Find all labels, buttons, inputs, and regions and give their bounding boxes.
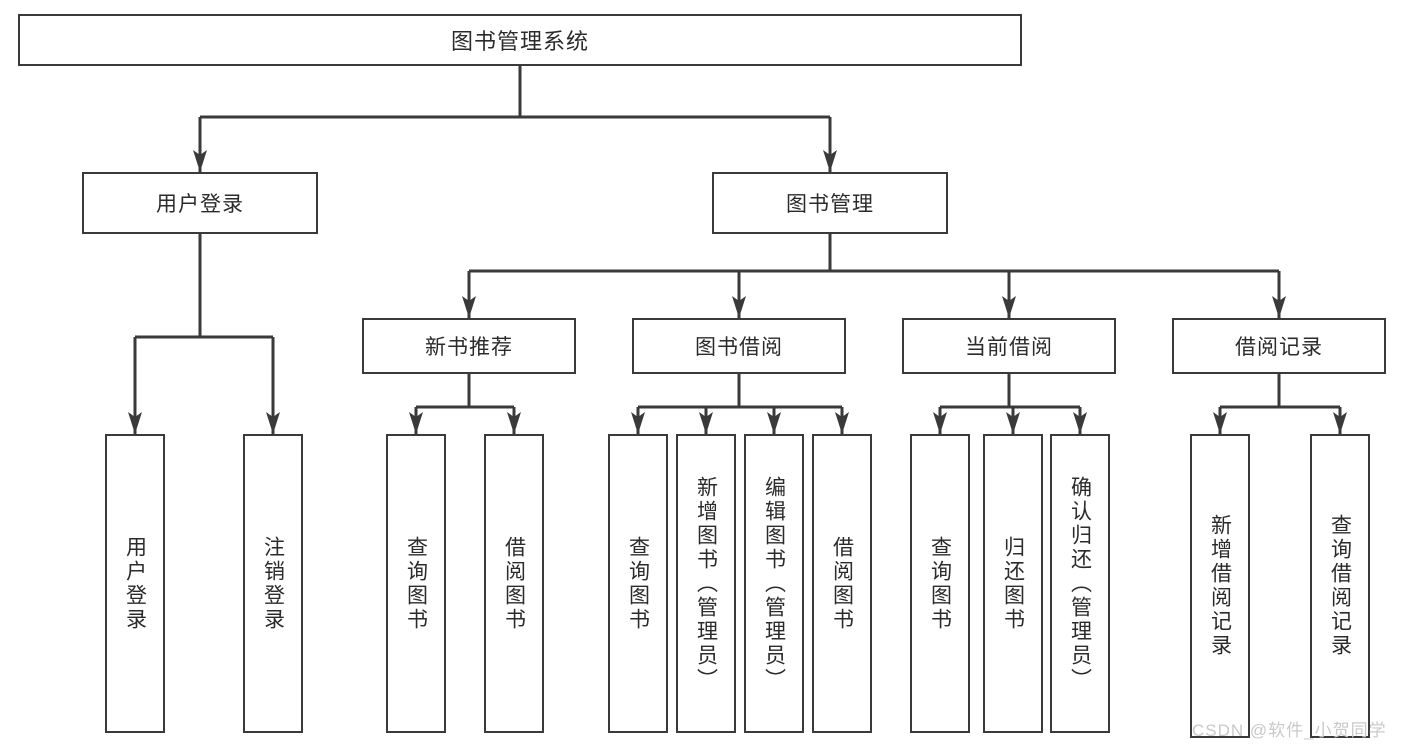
node-leaf-query-record-label: 查询借阅记录: [1328, 514, 1352, 658]
node-leaf-user-login-label: 用户登录: [123, 535, 147, 632]
node-leaf-query-book-1-label: 查询图书: [404, 535, 428, 632]
node-leaf-user-login[interactable]: 用户登录: [105, 434, 165, 733]
node-user-login[interactable]: 用户登录: [82, 172, 318, 234]
node-leaf-query-book-2[interactable]: 查询图书: [608, 434, 668, 733]
node-root[interactable]: 图书管理系统: [18, 14, 1022, 66]
node-leaf-confirm-return-label: 确认归还（管理员）: [1068, 475, 1092, 692]
node-root-label: 图书管理系统: [450, 29, 589, 54]
node-leaf-logout[interactable]: 注销登录: [243, 434, 303, 733]
node-leaf-add-record[interactable]: 新增借阅记录: [1190, 434, 1250, 738]
watermark: CSDN @软件_小贺同学: [1192, 721, 1387, 740]
node-book-manage[interactable]: 图书管理: [712, 172, 948, 234]
node-leaf-query-book-3[interactable]: 查询图书: [910, 434, 970, 733]
node-leaf-query-record[interactable]: 查询借阅记录: [1310, 434, 1370, 738]
node-leaf-add-record-label: 新增借阅记录: [1208, 514, 1232, 658]
node-leaf-return-book[interactable]: 归还图书: [983, 434, 1043, 733]
node-book-borrow[interactable]: 图书借阅: [632, 318, 846, 374]
node-book-manage-label: 图书管理: [786, 193, 874, 216]
node-borrow-record[interactable]: 借阅记录: [1172, 318, 1386, 374]
node-leaf-add-book-label: 新增图书（管理员）: [694, 475, 718, 692]
node-leaf-borrow-book-2[interactable]: 借阅图书: [812, 434, 872, 733]
node-leaf-query-book-3-label: 查询图书: [928, 535, 952, 632]
node-leaf-add-book[interactable]: 新增图书（管理员）: [676, 434, 736, 733]
node-borrow-record-label: 借阅记录: [1235, 336, 1323, 359]
node-book-borrow-label: 图书借阅: [695, 336, 783, 359]
node-new-book-recommend[interactable]: 新书推荐: [362, 318, 576, 374]
node-leaf-return-book-label: 归还图书: [1001, 535, 1025, 632]
node-leaf-query-book-2-label: 查询图书: [626, 535, 650, 632]
node-leaf-borrow-book-2-label: 借阅图书: [830, 535, 854, 632]
node-new-book-recommend-label: 新书推荐: [425, 336, 513, 359]
node-user-login-label: 用户登录: [156, 193, 244, 216]
node-leaf-borrow-book-1[interactable]: 借阅图书: [484, 434, 544, 733]
node-leaf-edit-book[interactable]: 编辑图书（管理员）: [744, 434, 804, 733]
node-leaf-query-book-1[interactable]: 查询图书: [386, 434, 446, 733]
node-leaf-logout-label: 注销登录: [261, 535, 285, 632]
node-current-borrow-label: 当前借阅: [965, 336, 1053, 359]
node-leaf-confirm-return[interactable]: 确认归还（管理员）: [1050, 434, 1110, 733]
node-leaf-edit-book-label: 编辑图书（管理员）: [762, 475, 786, 692]
node-leaf-borrow-book-1-label: 借阅图书: [502, 535, 526, 632]
node-current-borrow[interactable]: 当前借阅: [902, 318, 1116, 374]
